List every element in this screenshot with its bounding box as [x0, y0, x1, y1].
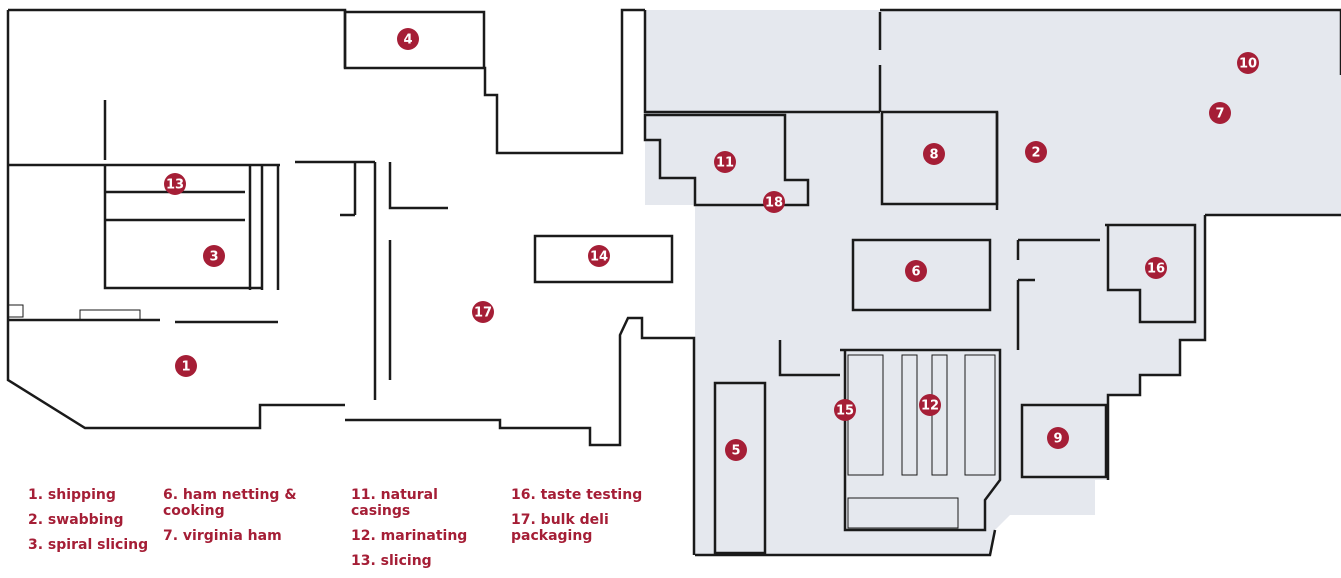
legend-column-3: 11. natural casings 12. marinating 13. s…: [351, 487, 501, 578]
legend-item-bulk-deli: 17. bulk deli packaging: [511, 512, 609, 544]
map-marker-7: 7: [1209, 102, 1231, 124]
marker-label: 7: [1215, 107, 1224, 122]
legend-item-slicing: 13. slicing: [351, 553, 432, 569]
marker-label: 4: [403, 33, 412, 48]
legend-item-taste-testing: 16. taste testing: [511, 487, 643, 503]
marker-label: 15: [836, 404, 854, 419]
marker-label: 14: [590, 250, 608, 265]
map-marker-3: 3: [203, 245, 225, 267]
map-marker-4: 4: [397, 28, 419, 50]
marker-circle: [714, 151, 736, 173]
marker-circle: [919, 394, 941, 416]
marker-label: 10: [1239, 57, 1257, 72]
marker-circle: [397, 28, 419, 50]
marker-circle: [1025, 141, 1047, 163]
shaded-zone: [645, 10, 1341, 555]
marker-circle: [905, 260, 927, 282]
marker-circle: [472, 301, 494, 323]
marker-circle: [588, 245, 610, 267]
marker-circle: [175, 355, 197, 377]
marker-label: 6: [911, 265, 920, 280]
map-marker-18: 18: [763, 191, 785, 213]
map-marker-12: 12: [919, 394, 941, 416]
map-marker-16: 16: [1145, 257, 1167, 279]
map-marker-13: 13: [164, 173, 186, 195]
marker-label: 3: [209, 250, 218, 265]
marker-label: 16: [1147, 262, 1165, 277]
marker-label: 11: [716, 156, 734, 171]
map-marker-17: 17: [472, 301, 494, 323]
marker-circle: [1145, 257, 1167, 279]
marker-label: 13: [166, 178, 184, 193]
map-marker-15: 15: [834, 399, 856, 421]
marker-circle: [923, 143, 945, 165]
marker-circle: [834, 399, 856, 421]
marker-circle: [763, 191, 785, 213]
legend-item-swabbing: 2. swabbing: [28, 512, 124, 528]
marker-label: 17: [474, 306, 492, 321]
legend-item-ham-netting: 6. ham netting & cooking: [163, 487, 297, 519]
map-marker-5: 5: [725, 439, 747, 461]
marker-circle: [164, 173, 186, 195]
marker-label: 1: [181, 360, 190, 375]
walls: [6, 8, 1341, 557]
map-marker-14: 14: [588, 245, 610, 267]
marker-label: 9: [1053, 432, 1062, 447]
map-marker-9: 9: [1047, 427, 1069, 449]
map-marker-10: 10: [1237, 52, 1259, 74]
legend-item-shipping: 1. shipping: [28, 487, 116, 503]
map-marker-11: 11: [714, 151, 736, 173]
marker-circle: [1209, 102, 1231, 124]
marker-label: 12: [921, 399, 939, 414]
marker-circle: [725, 439, 747, 461]
marker-circle: [203, 245, 225, 267]
legend-item-natural-casings: 11. natural casings: [351, 487, 438, 519]
legend-item-virginia-ham: 7. virginia ham: [163, 528, 282, 544]
legend-column-2: 6. ham netting & cooking 7. virginia ham: [163, 487, 313, 553]
legend-item-marinating: 12. marinating: [351, 528, 468, 544]
marker-label: 8: [929, 148, 938, 163]
marker-circle: [1237, 52, 1259, 74]
marker-circle: [1047, 427, 1069, 449]
marker-label: 2: [1031, 146, 1040, 161]
map-marker-8: 8: [923, 143, 945, 165]
map-marker-2: 2: [1025, 141, 1047, 163]
marker-label: 18: [765, 196, 783, 211]
marker-label: 5: [731, 444, 740, 459]
legend-column-4: 16. taste testing 17. bulk deli packagin…: [511, 487, 646, 553]
map-marker-6: 6: [905, 260, 927, 282]
map-marker-1: 1: [175, 355, 197, 377]
legend-column-1: 1. shipping 2. swabbing 3. spiral slicin…: [28, 487, 153, 562]
legend-item-spiral-slicing: 3. spiral slicing: [28, 537, 149, 553]
